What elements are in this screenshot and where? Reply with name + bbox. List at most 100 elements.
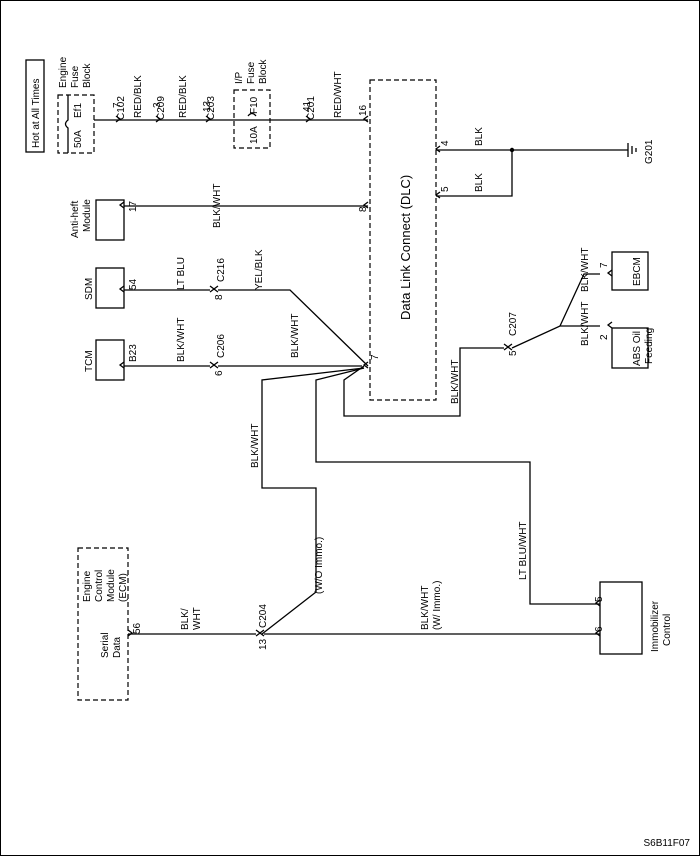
wire-c207-dlc: BLK/WHT bbox=[450, 360, 461, 404]
power-header-text: Hot at All Times bbox=[31, 79, 42, 148]
wo-immo-wire bbox=[261, 591, 317, 635]
c201-symbol bbox=[305, 115, 312, 123]
wire-ebcm: BLK/WHT bbox=[580, 248, 591, 292]
dlc-box bbox=[369, 79, 437, 401]
tcm-label: TCM bbox=[84, 350, 95, 372]
ip-fuse-id-text: F10 bbox=[249, 96, 260, 114]
ebcm-label: EBCM bbox=[632, 257, 643, 286]
ecm-line2: Control bbox=[94, 570, 105, 602]
wire-red-wht: RED/WHT bbox=[333, 71, 344, 118]
c204-symbol bbox=[255, 629, 265, 637]
c201-id: C201 bbox=[306, 96, 317, 120]
blk-wire-5 bbox=[436, 150, 513, 197]
c206-id: C206 bbox=[216, 334, 227, 358]
sdm-module bbox=[95, 267, 125, 309]
antitheft-line1: Anti-heft bbox=[70, 201, 81, 238]
wire-sdm-dlc: YEL/BLK bbox=[254, 249, 265, 290]
c102-id: C102 bbox=[116, 96, 127, 120]
ecm-pin-symbol bbox=[127, 629, 134, 637]
immobilizer-pin-5: 5 bbox=[594, 596, 605, 602]
dlc-pin7-symbol bbox=[362, 361, 369, 369]
antitheft-pin: 17 bbox=[128, 200, 139, 212]
c209-pin: 3 bbox=[152, 102, 163, 108]
wire-blk-2: BLK bbox=[474, 173, 485, 192]
abs-line2: Feeding bbox=[644, 328, 655, 364]
abs-line1: ABS Oil bbox=[632, 331, 643, 366]
c203-symbol bbox=[205, 115, 212, 123]
splice-point bbox=[509, 147, 515, 153]
immobilizer-line2: Control bbox=[662, 614, 673, 646]
engine-fuse-line3-text: Block bbox=[82, 63, 93, 88]
ebcm-pin: 7 bbox=[599, 262, 610, 268]
immobilizer-module bbox=[599, 581, 643, 655]
c207-pin: 5 bbox=[508, 350, 519, 356]
c209-symbol bbox=[155, 115, 162, 123]
wire-w-immo-1: BLK/WHT bbox=[420, 586, 431, 630]
ebcm-pin-symbol bbox=[606, 269, 613, 277]
ecm-line4: (ECM) bbox=[118, 573, 129, 602]
c102-symbol bbox=[115, 115, 122, 123]
ebcm-wire bbox=[559, 273, 600, 327]
sdm-wire bbox=[124, 289, 369, 367]
tcm-module bbox=[95, 339, 125, 381]
ecm-serial-line2: Data bbox=[112, 636, 123, 658]
c201-pin: 41 bbox=[302, 100, 313, 112]
wire-tcm: BLK/WHT bbox=[176, 318, 187, 362]
dlc-pin-5: 5 bbox=[440, 186, 451, 192]
sdm-pin: 54 bbox=[128, 278, 139, 290]
wire-antitheft: BLK/WHT bbox=[212, 184, 223, 228]
engine-fuse-line2-text: Fuse bbox=[70, 65, 81, 88]
c216-id: C216 bbox=[216, 258, 227, 282]
immobilizer-pin-symbols bbox=[594, 599, 601, 637]
ecm-line3: Module bbox=[106, 569, 117, 602]
engine-fuse-block-box bbox=[57, 94, 95, 154]
c204-id: C204 bbox=[258, 604, 269, 628]
wire-ecm-out-2: WHT bbox=[192, 607, 203, 630]
immobilizer-pin-6: 6 bbox=[594, 626, 605, 632]
c206-pin: 6 bbox=[214, 370, 225, 376]
ecm-module bbox=[77, 547, 129, 701]
c204-pin: 13 bbox=[258, 638, 269, 650]
wire-sdm: LT BLU bbox=[176, 257, 187, 290]
ecm-pin: 56 bbox=[132, 622, 143, 634]
ground-label: G201 bbox=[644, 139, 655, 164]
engine-fuse-rating-text: 50A bbox=[73, 130, 84, 148]
wire-ecm-out-1: BLK/ bbox=[180, 608, 191, 630]
immobilizer-line1: Immobilizer bbox=[650, 600, 661, 652]
wire-red-blk-1: RED/BLK bbox=[133, 75, 144, 118]
abs-pin-symbol bbox=[606, 321, 613, 329]
ip-fuse-symbol bbox=[247, 112, 257, 117]
dlc-pin16-symbol bbox=[362, 115, 369, 123]
wire-tcm-dlc: BLK/WHT bbox=[290, 314, 301, 358]
c206-symbol bbox=[209, 361, 219, 369]
engine-fuse-id-text: Ef1 bbox=[73, 103, 84, 118]
wire-w-immo-2: (W/ Immo.) bbox=[432, 581, 443, 630]
dlc-pin-7: 7 bbox=[370, 354, 381, 360]
ecm-serial-line1: Serial bbox=[100, 632, 111, 658]
dlc-pin4-symbol bbox=[434, 145, 441, 153]
c203-pin: 13 bbox=[202, 100, 213, 112]
ip-fuse-line2-text: Fuse bbox=[246, 61, 257, 84]
c216-symbol bbox=[209, 285, 219, 293]
power-header-box bbox=[25, 59, 45, 153]
engine-fuse-line1-text: Engine bbox=[58, 56, 69, 88]
c216-pin: 8 bbox=[214, 294, 225, 300]
wire-wo-immo: (W/O Immo.) bbox=[314, 537, 325, 594]
ip-fuse-line3-text: Block bbox=[258, 59, 269, 84]
wire-lt-blu-wht: LT BLU/WHT bbox=[518, 521, 529, 580]
wire-blk-1: BLK bbox=[474, 127, 485, 146]
c207-symbol bbox=[503, 343, 513, 351]
wire-ecm-branch: BLK/WHT bbox=[250, 424, 261, 468]
engine-fuse-symbol bbox=[64, 95, 69, 153]
antitheft-line2: Module bbox=[82, 199, 93, 232]
wire-red-blk-2: RED/BLK bbox=[178, 75, 189, 118]
antitheft-pin-symbol bbox=[118, 201, 125, 209]
ip-fuse-rating-text: 10A bbox=[249, 126, 260, 144]
tcm-pin: B23 bbox=[128, 344, 139, 362]
ecm-line1: Engine bbox=[82, 570, 93, 602]
c203-id: C203 bbox=[206, 96, 217, 120]
dlc-pin5-symbol bbox=[434, 191, 441, 199]
